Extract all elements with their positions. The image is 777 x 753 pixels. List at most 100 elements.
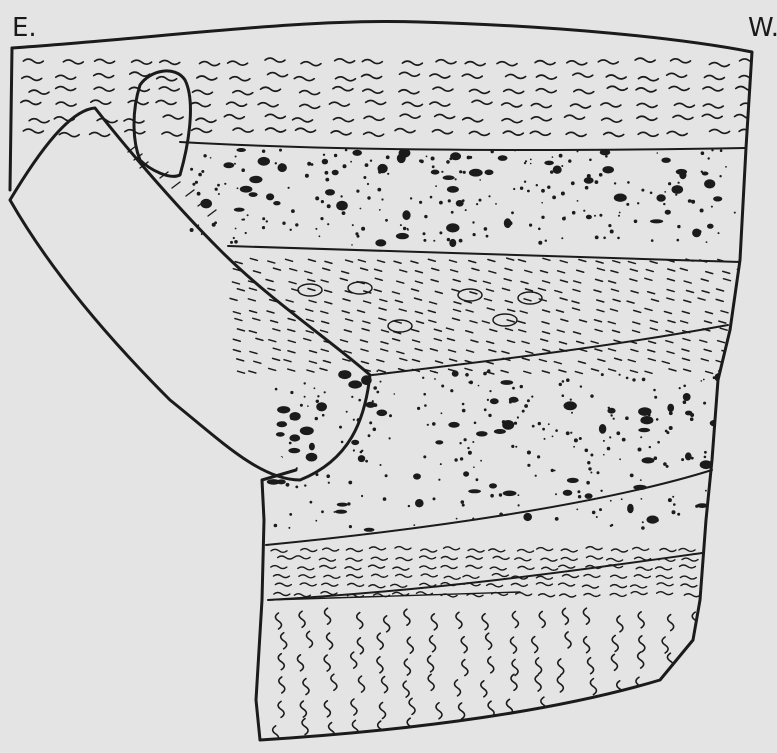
grain-dot xyxy=(325,171,329,175)
grain-dot xyxy=(607,447,611,451)
pebble xyxy=(337,503,348,507)
pebble xyxy=(351,440,359,445)
dash-mark xyxy=(375,269,382,271)
wavy-mark xyxy=(561,549,577,552)
grain-dot xyxy=(562,380,565,383)
wavy-mark xyxy=(324,575,340,578)
grain-dot xyxy=(373,428,377,432)
dash-mark xyxy=(560,280,567,282)
dash-mark xyxy=(256,338,263,340)
wavy-mark xyxy=(233,91,253,95)
dash-mark xyxy=(273,268,280,270)
dash-mark xyxy=(266,280,273,282)
s-mark xyxy=(303,679,309,695)
grain-dot xyxy=(424,404,427,407)
wavy-mark xyxy=(300,91,320,95)
grain-dot xyxy=(441,171,443,173)
wavy-mark xyxy=(487,584,503,587)
grain-dot xyxy=(580,385,582,387)
dash-mark xyxy=(518,321,525,323)
wavy-mark xyxy=(560,594,576,597)
grain-dot xyxy=(275,162,277,164)
grain-dot xyxy=(517,416,519,418)
dash-mark xyxy=(343,299,350,301)
wavy-mark xyxy=(436,60,456,64)
grain-dot xyxy=(351,396,353,398)
grain-dot xyxy=(380,464,382,466)
dash-mark xyxy=(415,312,422,314)
wavy-mark xyxy=(490,567,506,570)
dash-mark xyxy=(364,301,371,303)
wavy-mark xyxy=(636,567,652,570)
dash-mark xyxy=(705,321,712,323)
wavy-mark xyxy=(321,592,337,595)
s-mark xyxy=(359,676,365,692)
grain-dot xyxy=(577,490,580,493)
dash-mark xyxy=(469,279,476,281)
grain-dot xyxy=(536,184,538,186)
dash-mark xyxy=(556,310,563,312)
dash-mark xyxy=(668,269,675,271)
grain-dot xyxy=(590,454,593,457)
s-mark xyxy=(638,652,644,668)
grain-dot xyxy=(476,203,478,205)
wavy-mark xyxy=(296,128,316,132)
wavy-mark xyxy=(160,60,180,64)
dash-mark xyxy=(630,370,637,372)
grain-dot xyxy=(262,226,265,229)
grain-dot xyxy=(431,157,435,161)
dash-mark xyxy=(578,361,585,363)
grain-dot xyxy=(215,188,218,191)
dash-mark xyxy=(650,328,657,330)
s-mark xyxy=(583,608,589,624)
wavy-mark xyxy=(391,584,407,587)
west-label: W. xyxy=(748,13,777,43)
wavy-mark xyxy=(275,583,291,586)
wavy-mark xyxy=(601,103,621,107)
grain-dot xyxy=(715,492,718,495)
pebble xyxy=(665,210,671,215)
grain-dot xyxy=(719,175,721,177)
grain-dot xyxy=(334,154,337,157)
s-mark xyxy=(428,674,434,690)
grain-dot xyxy=(373,386,377,390)
dash-mark xyxy=(594,320,601,322)
grain-dot xyxy=(476,478,479,481)
grain-dot xyxy=(524,181,526,183)
wavy-mark xyxy=(561,557,577,560)
dash-mark xyxy=(321,349,328,351)
dash-mark xyxy=(400,270,407,272)
grain-dot xyxy=(559,383,562,386)
dash-mark xyxy=(682,358,689,360)
grain-dot xyxy=(675,194,677,196)
dash-mark xyxy=(489,350,496,352)
grain-dot xyxy=(322,414,325,417)
grain-dot xyxy=(630,474,634,478)
s-mark xyxy=(611,720,617,736)
dash-mark xyxy=(662,361,669,363)
grain-dot xyxy=(595,236,599,240)
grain-dot xyxy=(325,178,329,182)
dash-mark xyxy=(611,289,618,291)
grain-dot xyxy=(561,165,563,167)
grain-dot xyxy=(403,227,406,230)
dash-mark xyxy=(452,289,459,291)
pebble xyxy=(463,471,469,476)
grain-dot xyxy=(315,196,319,200)
wavy-mark xyxy=(536,89,556,93)
pebble xyxy=(266,193,274,200)
grain-dot xyxy=(315,228,317,230)
sand-lens xyxy=(348,282,372,294)
grain-dot xyxy=(195,181,198,184)
grain-dot xyxy=(718,232,720,234)
grain-dot xyxy=(407,229,409,231)
wavy-mark xyxy=(536,576,552,579)
dash-mark xyxy=(668,321,675,323)
dash-mark xyxy=(682,311,689,313)
wavy-mark xyxy=(300,104,320,108)
wavy-mark xyxy=(299,575,315,578)
grain-dot xyxy=(725,166,727,168)
grain-dot xyxy=(571,181,575,185)
dash-mark xyxy=(397,281,404,283)
dash-mark xyxy=(486,362,493,364)
